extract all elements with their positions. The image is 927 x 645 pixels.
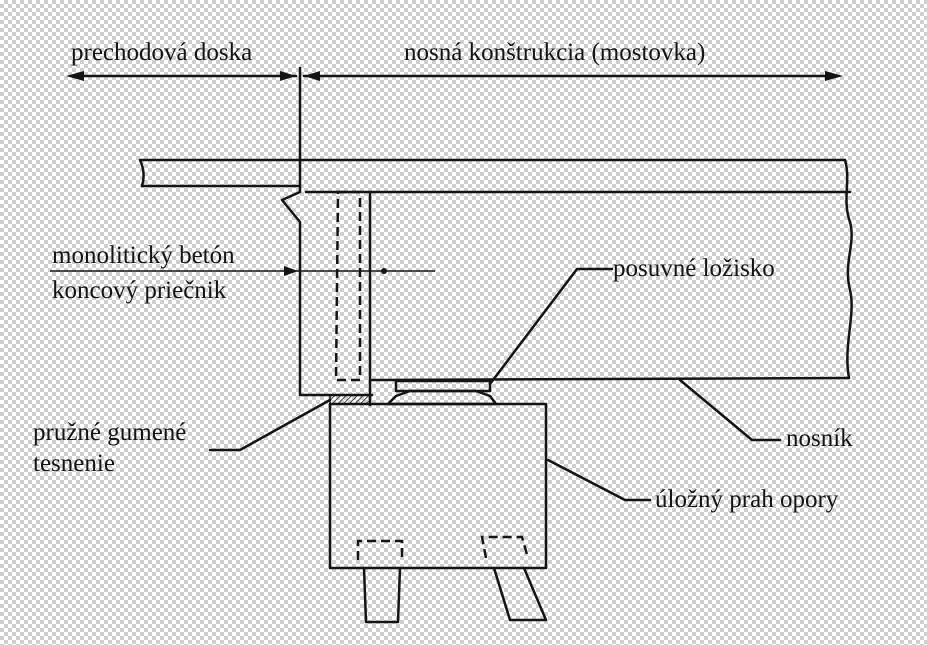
arrowhead-mid-right	[304, 71, 320, 81]
label-monolithic-concrete: monolitický betón	[52, 242, 235, 269]
label-approach-slab: prechodová doska	[71, 39, 252, 66]
dot-monolithic	[381, 268, 387, 274]
abutment	[328, 402, 548, 624]
leader-seal	[208, 398, 332, 452]
bearing-top-plate	[394, 379, 492, 393]
arrowhead-right	[825, 71, 843, 81]
deck-break-line	[843, 158, 853, 380]
bearing-body	[386, 389, 498, 406]
pile-left	[362, 566, 402, 624]
girder-bottom-line	[370, 376, 851, 382]
leader-abutment	[546, 458, 652, 502]
rubber-seal-hatch	[329, 394, 371, 405]
label-abutment-seat: úložný prah opory	[655, 486, 839, 513]
label-sliding-bearing: posuvné ložisko	[613, 255, 775, 282]
arrowhead-monolithic	[284, 266, 298, 276]
end-crossbeam	[280, 184, 374, 407]
arrowhead-left	[66, 71, 84, 81]
approach-slab	[138, 158, 302, 188]
deck-structure	[138, 158, 853, 380]
arrowhead-mid-left	[280, 71, 296, 81]
monolithic-concrete-dashed	[334, 190, 362, 382]
pile-right-cap	[480, 535, 530, 559]
pile-left-cap	[356, 539, 404, 560]
pile-right	[492, 566, 548, 622]
label-girder: nosník	[786, 425, 853, 452]
label-rubber-seal-2: tesnenie	[33, 450, 115, 477]
leader-girder	[678, 378, 782, 442]
leader-bearing	[488, 267, 614, 386]
leader-lines	[50, 266, 782, 502]
dimension-lines	[66, 66, 843, 162]
crossbeam-outline	[280, 184, 374, 397]
label-end-crossbeam: koncový priečnik	[52, 277, 227, 304]
label-superstructure: nosná konštrukcia (mostovka)	[404, 39, 705, 66]
girder-and-bearing	[370, 376, 851, 406]
label-rubber-seal-1: pružné gumené	[33, 419, 186, 446]
abutment-seat	[328, 402, 548, 570]
